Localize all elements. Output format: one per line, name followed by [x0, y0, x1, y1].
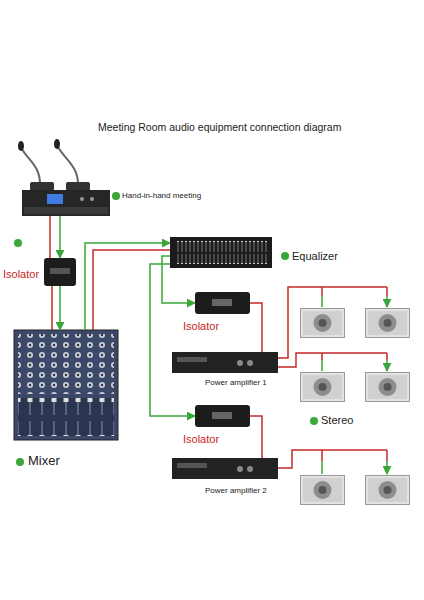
microphone-neck [22, 149, 40, 184]
signal-connector [162, 256, 195, 303]
cable [51, 286, 53, 330]
mixer-faders [18, 398, 114, 436]
speaker-cable [278, 353, 387, 367]
device-node: Mixer [14, 330, 118, 440]
device-label: Power amplifier 1 [205, 378, 267, 387]
equalizer-sliders [175, 241, 267, 264]
speaker [301, 476, 345, 505]
device-label: Power amplifier 2 [205, 486, 267, 495]
device-node: Power amplifier 1 [172, 352, 278, 373]
microphone-base [30, 182, 54, 191]
speaker-cable [278, 450, 387, 468]
mixer-fader-bay [18, 398, 114, 436]
speaker [366, 373, 410, 402]
signal-connector [85, 243, 170, 330]
amplifier-device [172, 458, 278, 479]
amplifier-knob [247, 466, 253, 472]
amplifier-device [172, 352, 278, 373]
microphone-base [66, 182, 90, 191]
signal-connector [59, 286, 61, 330]
microphone-head [18, 141, 24, 151]
speaker [301, 309, 345, 338]
speaker [366, 309, 410, 338]
group-label: Stereo [321, 414, 353, 427]
bullet-dot [281, 252, 289, 260]
bullet-dot [16, 458, 24, 466]
unit-knob [90, 197, 94, 201]
isolator-label-plate [212, 299, 232, 306]
isolator-label-plate [212, 412, 232, 419]
bullet-dot [112, 192, 120, 200]
amplifier-display [177, 357, 207, 362]
isolator-device [195, 292, 250, 314]
amplifier-display [177, 463, 207, 468]
cable [93, 250, 170, 330]
diagram-title: Meeting Room audio equipment connection … [98, 121, 341, 133]
device-node: Equalizer [170, 237, 272, 268]
signal-arrow [322, 360, 387, 371]
equalizer-device [170, 237, 272, 268]
device-label: Isolator [183, 320, 219, 333]
microphone-neck [58, 147, 78, 184]
unit-panel [24, 207, 108, 214]
device-node: Hand-in-hand meeting [22, 190, 110, 216]
unit-screen [47, 194, 63, 204]
signal-connector [150, 264, 195, 416]
speaker [301, 373, 345, 402]
bullet-dot [310, 417, 318, 425]
conference-unit [22, 190, 110, 216]
unit-knob [80, 197, 84, 201]
signal-arrow [322, 296, 387, 307]
signal-connector [250, 303, 262, 352]
amplifier-knob [247, 360, 253, 366]
device-label: Isolator [3, 268, 39, 281]
cable [49, 216, 51, 258]
device-node: Isolator [195, 292, 250, 314]
signal-connector [250, 416, 262, 458]
device-label: Hand-in-hand meeting [122, 191, 201, 200]
signal-connector [59, 216, 61, 258]
mixer-knobs [18, 334, 114, 394]
device-node: Power amplifier 2 [172, 458, 278, 479]
isolator-device [44, 258, 76, 286]
isolator-device [195, 405, 250, 427]
device-label: Isolator [183, 433, 219, 446]
mixer-device [14, 330, 118, 440]
amplifier-knob [237, 360, 243, 366]
microphone-head [54, 139, 60, 149]
device-label: Mixer [28, 454, 60, 469]
isolator-label-plate [50, 268, 70, 274]
device-label: Equalizer [292, 250, 338, 263]
device-node: Isolator [195, 405, 250, 427]
signal-arrow [322, 461, 387, 474]
amplifier-knob [237, 466, 243, 472]
speaker [366, 476, 410, 505]
device-node: Isolator [44, 258, 76, 286]
bullet-dot [14, 239, 22, 247]
